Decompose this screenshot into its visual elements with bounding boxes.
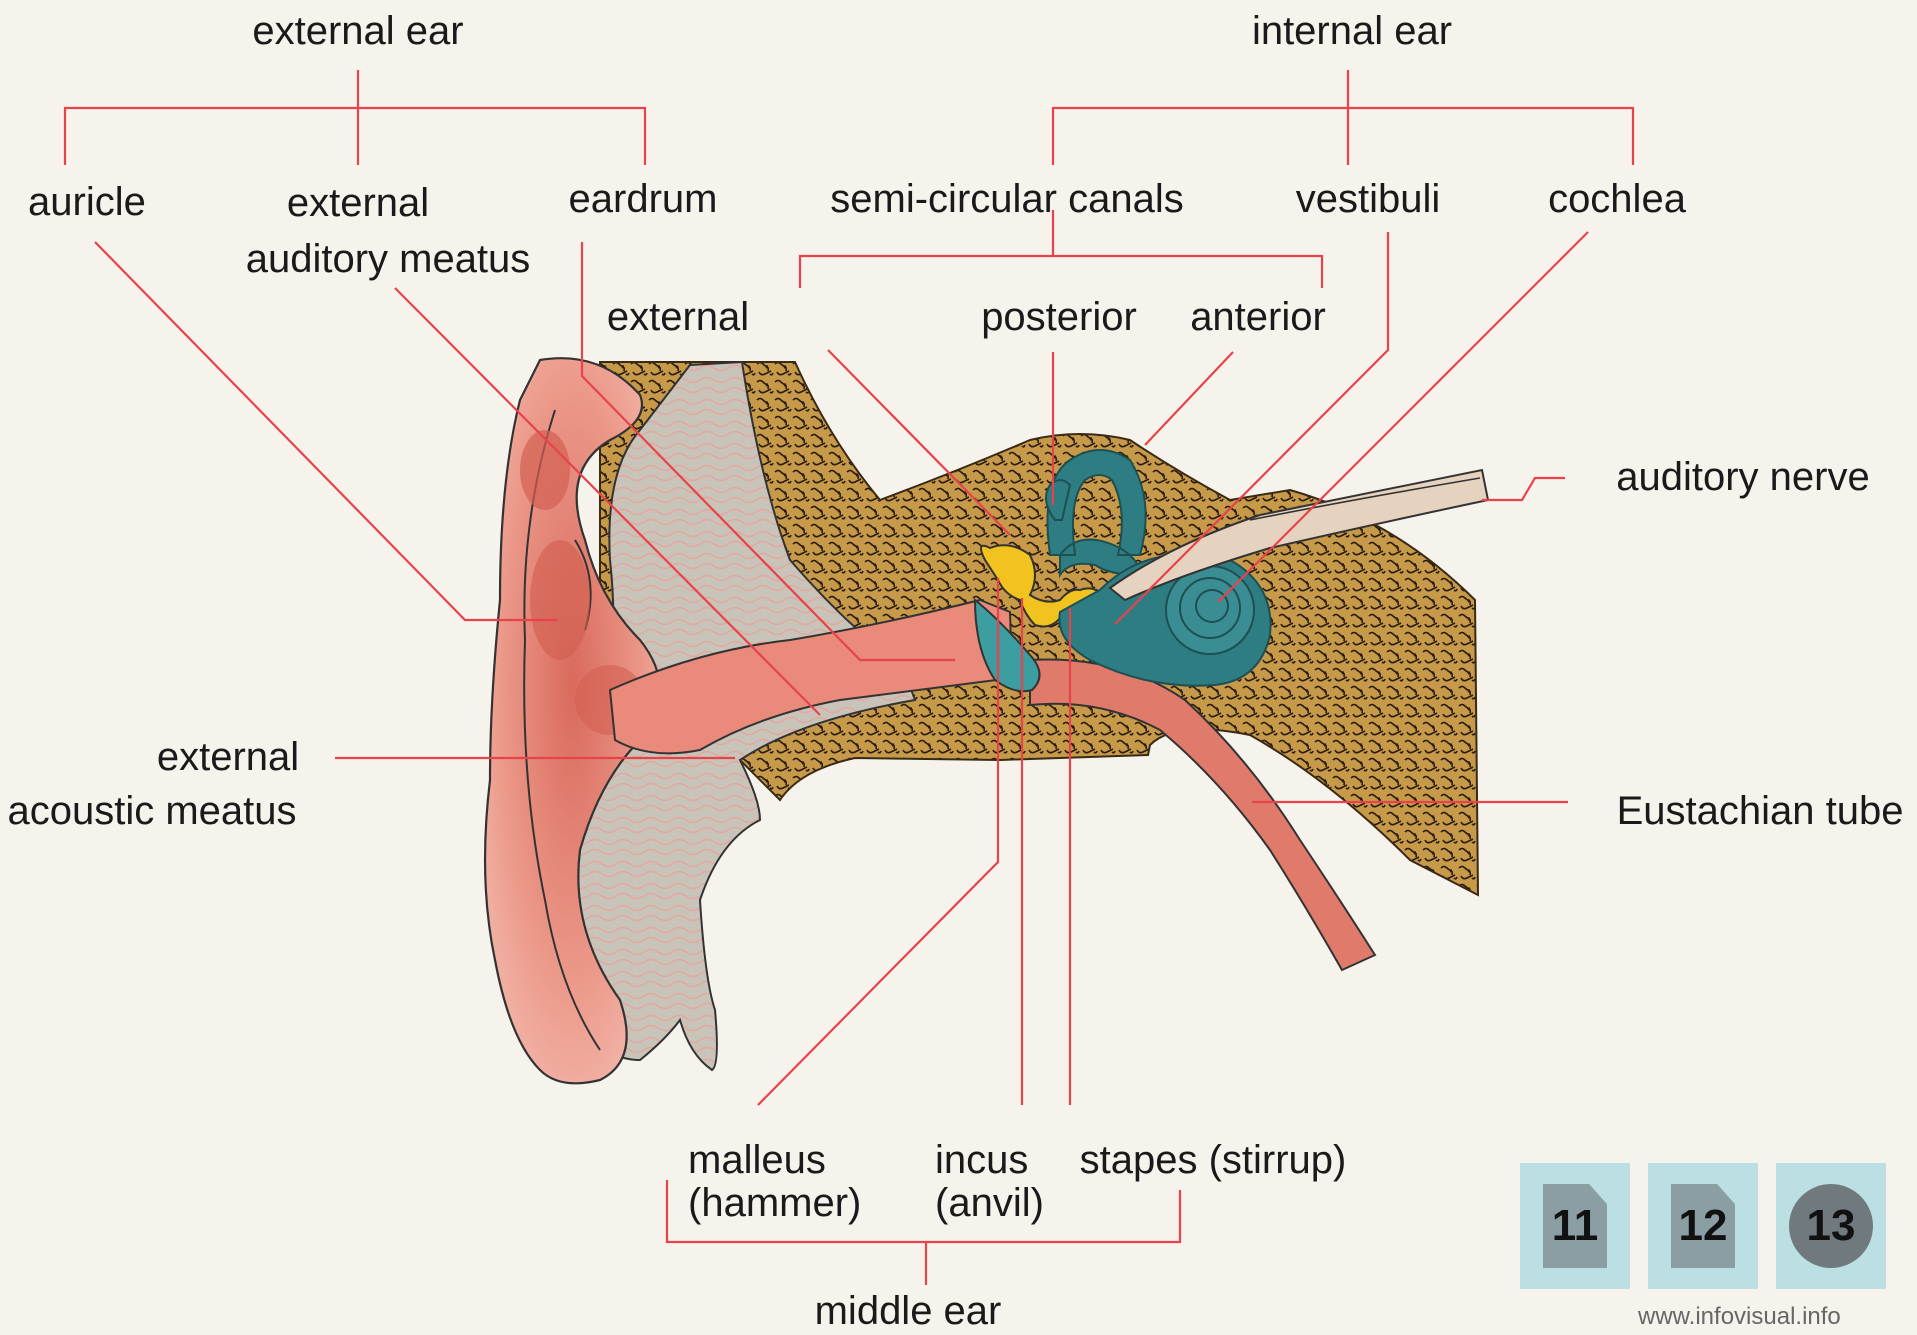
label-external-auditory-meatus-line1: external <box>287 181 429 225</box>
page-11-button[interactable]: 11 <box>1520 1163 1630 1289</box>
label-external-acoustic-meatus-line1: external <box>157 735 299 779</box>
label-external-auditory-meatus-line2: auditory meatus <box>246 237 531 281</box>
label-semi-circular-canals: semi-circular canals <box>830 177 1183 221</box>
watermark: www.infovisual.info <box>1638 1303 1841 1331</box>
anterior-canal-pointer <box>1145 352 1233 445</box>
page-13-label: 13 <box>1776 1201 1886 1251</box>
concha-shade-top <box>520 430 570 510</box>
label-stapes: stapes (stirrup) <box>1080 1138 1347 1182</box>
label-internal-ear: internal ear <box>1252 9 1452 53</box>
label-canal-posterior: posterior <box>981 295 1137 339</box>
internal-ear-bracket <box>1053 70 1633 165</box>
label-external-acoustic-meatus-line2: acoustic meatus <box>7 789 296 833</box>
label-auditory-nerve: auditory nerve <box>1616 455 1869 499</box>
auditory-nerve-pointer <box>1482 478 1565 500</box>
label-incus-line2: (anvil) <box>935 1181 1044 1225</box>
page-11-label: 11 <box>1520 1201 1630 1251</box>
concha-shade-mid <box>530 540 590 660</box>
auricle-pointer <box>95 242 558 620</box>
label-canal-anterior: anterior <box>1190 295 1326 339</box>
label-auricle: auricle <box>28 180 146 224</box>
label-middle-ear: middle ear <box>815 1289 1002 1330</box>
semicircular-canals-bracket <box>800 210 1322 288</box>
label-malleus-line1: malleus <box>688 1138 826 1182</box>
label-eustachian-tube: Eustachian tube <box>1617 789 1904 833</box>
page-12-button[interactable]: 12 <box>1648 1163 1758 1289</box>
label-vestibuli: vestibuli <box>1296 177 1441 221</box>
page-12-label: 12 <box>1648 1201 1758 1251</box>
external-ear-bracket <box>65 70 645 165</box>
label-external-ear: external ear <box>252 9 463 53</box>
label-canal-external: external <box>607 295 749 339</box>
page-13-button[interactable]: 13 <box>1776 1163 1886 1289</box>
label-cochlea: cochlea <box>1548 177 1687 221</box>
label-eardrum: eardrum <box>569 177 718 221</box>
label-malleus-line2: (hammer) <box>688 1181 861 1225</box>
label-incus-line1: incus <box>935 1138 1028 1182</box>
